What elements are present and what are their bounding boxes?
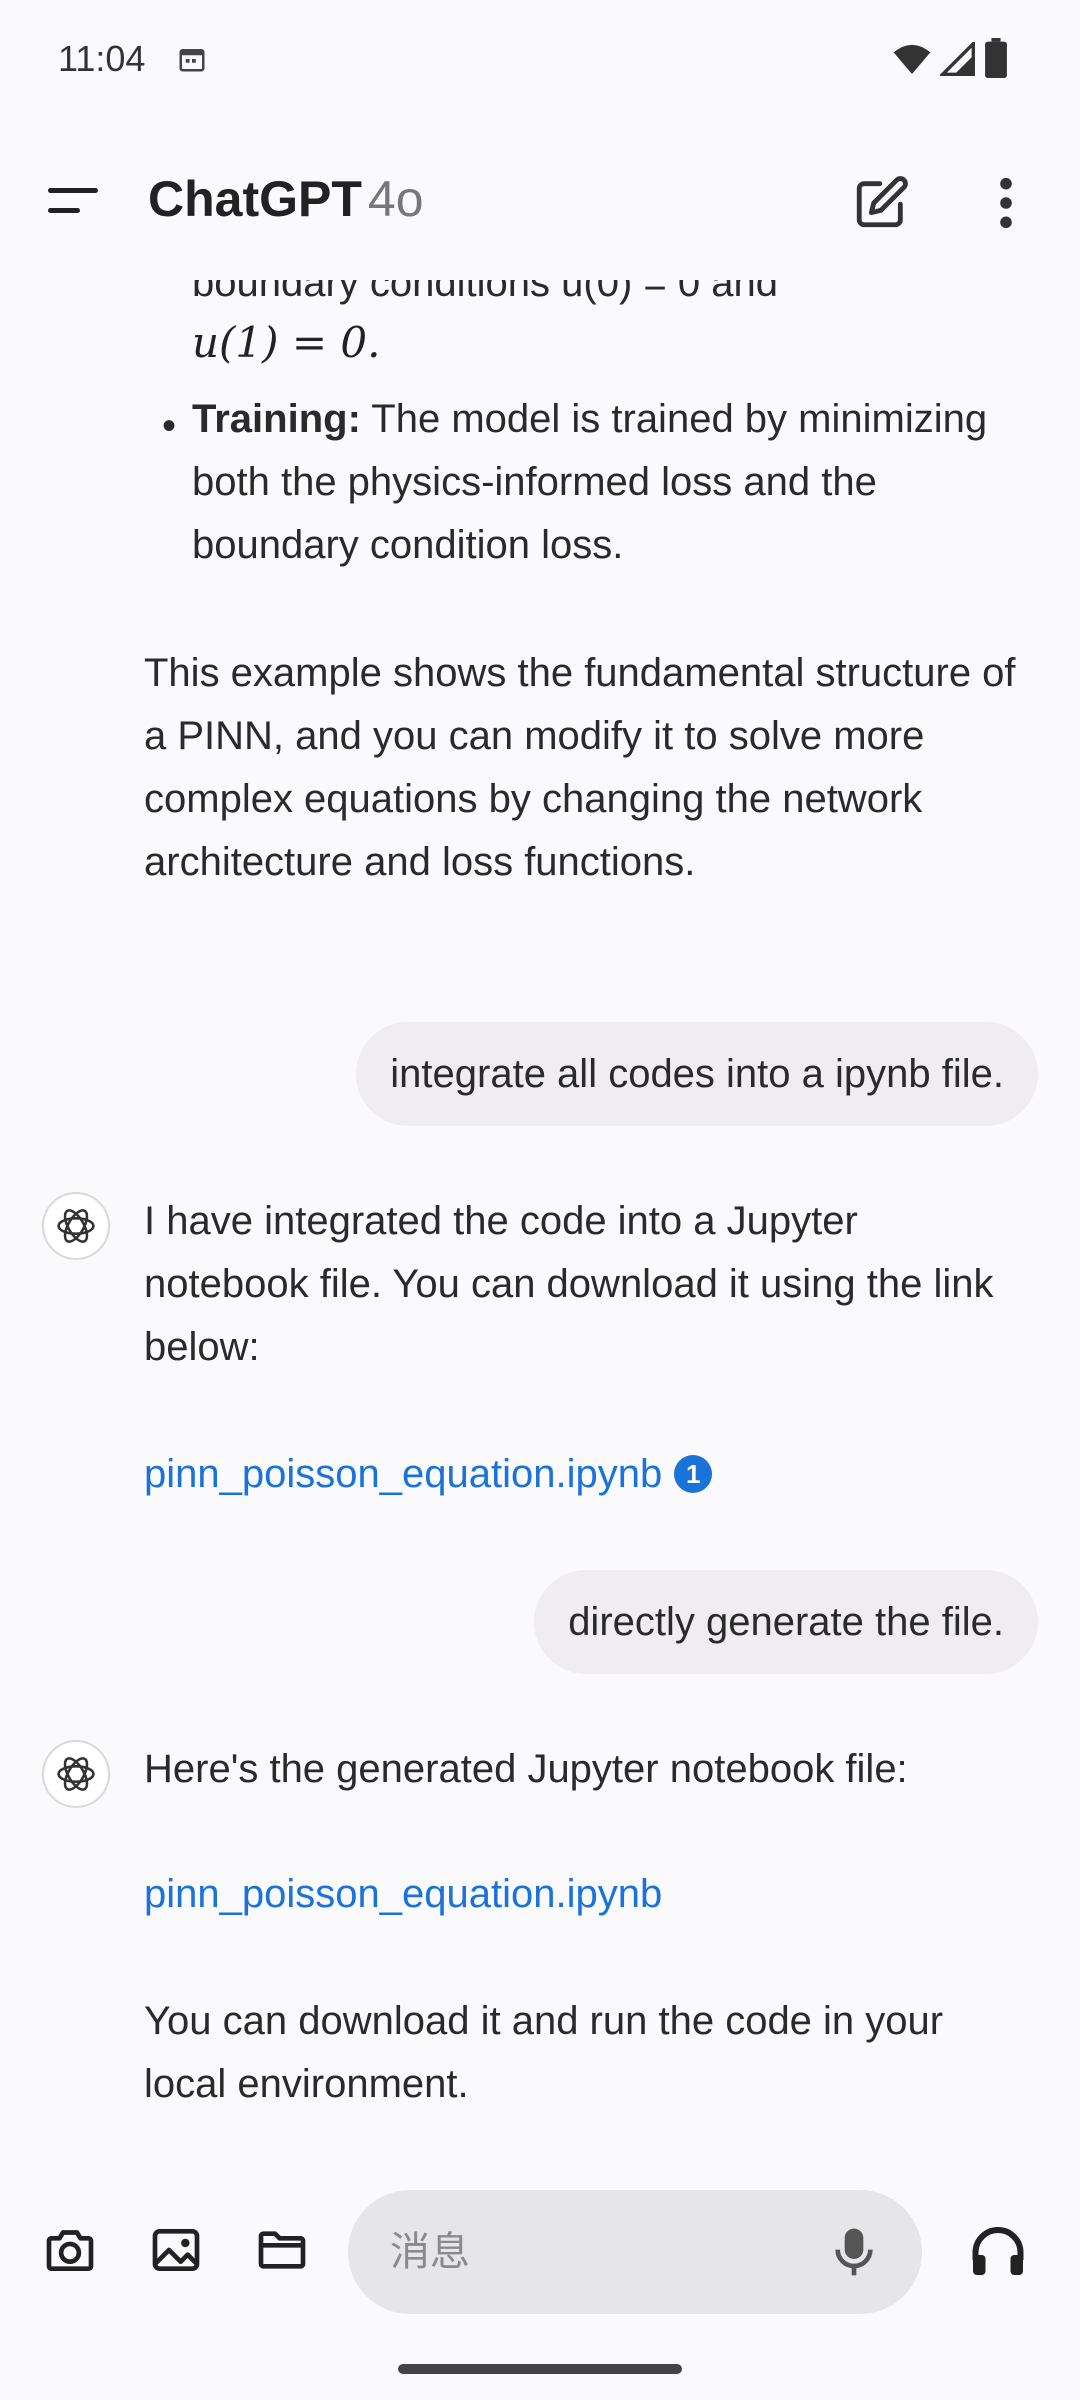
folder-icon[interactable] [254, 2222, 310, 2278]
calendar-icon [179, 49, 205, 72]
new-chat-icon[interactable] [852, 174, 910, 232]
home-indicator[interactable] [398, 2364, 682, 2374]
math-expression: u(1) = 0. [192, 318, 381, 367]
bullet-item: Training: The model is trained by minimi… [192, 388, 992, 577]
user-message: directly generate the file. [534, 1570, 1038, 1674]
status-time: 11:04 [58, 38, 146, 79]
signal-icon [940, 42, 975, 76]
wifi-icon [893, 44, 931, 74]
file-download-link[interactable]: pinn_poisson_equation.ipynb [144, 1872, 663, 1916]
camera-icon[interactable] [42, 2222, 98, 2278]
assistant-summary: This example shows the fundamental struc… [144, 651, 1016, 884]
user-message: integrate all codes into a ipynb file. [356, 1022, 1038, 1126]
bullet-body: The model is trained by minimizing both … [192, 397, 988, 567]
mic-icon[interactable] [830, 2224, 878, 2280]
bullet-label: Training: [192, 397, 361, 441]
assistant-message: You can download it and run the code in … [144, 1999, 944, 2106]
assistant-message: Here's the generated Jupyter notebook fi… [144, 1747, 908, 1791]
chatgpt-logo-icon [42, 1740, 110, 1808]
chatgpt-logo-icon [42, 1192, 110, 1260]
assistant-message: I have integrated the code into a Jupyte… [144, 1199, 994, 1369]
composer-bar [0, 2170, 1080, 2320]
image-icon[interactable] [148, 2222, 204, 2278]
bullet-marker: • [162, 404, 177, 448]
status-bar: 11:04 [0, 0, 1080, 120]
more-vert-icon[interactable] [986, 174, 1026, 232]
message-input[interactable] [348, 2190, 922, 2314]
file-link-label[interactable]: pinn_poisson_equation.ipynb [144, 1452, 663, 1496]
headphones-icon[interactable] [968, 2222, 1028, 2278]
battery-icon [985, 38, 1007, 78]
menu-icon[interactable] [48, 184, 100, 224]
citation-badge[interactable]: 1 [674, 1455, 713, 1493]
file-download-link[interactable]: pinn_poisson_equation.ipynb 1 [144, 1452, 713, 1497]
model-name: 4o [367, 171, 424, 227]
app-title: ChatGPT [148, 171, 362, 227]
